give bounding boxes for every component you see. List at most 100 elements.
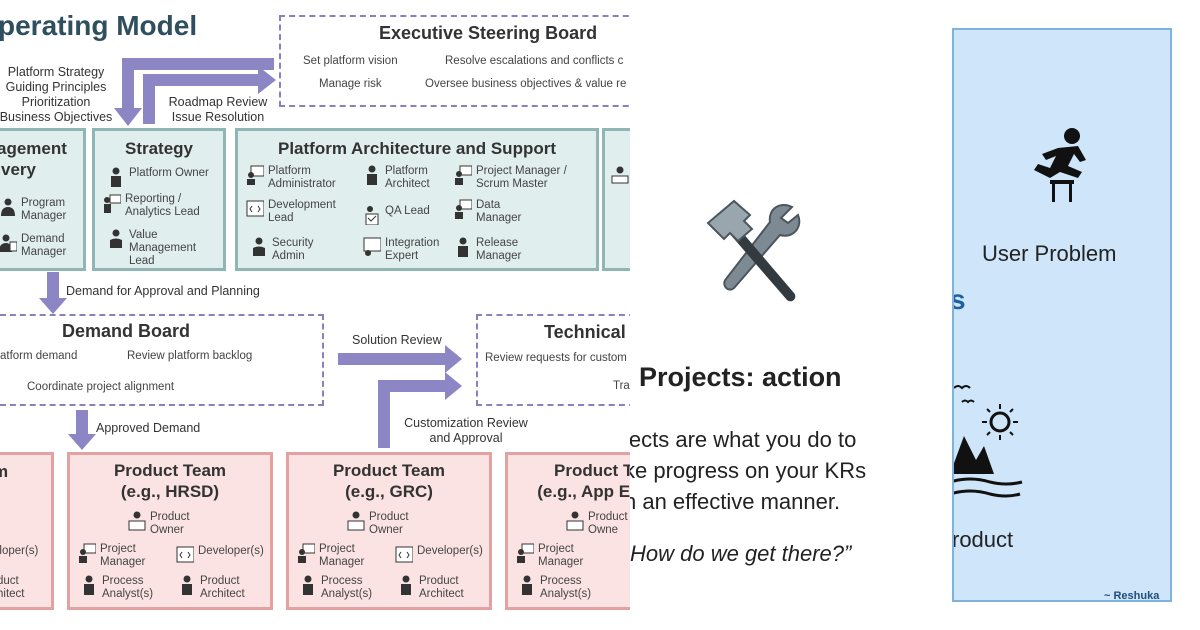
technical-board-item: Review requests for custom — [485, 352, 627, 364]
cut-heading-letter: s — [954, 284, 966, 316]
role-qa-lead: QA Lead — [363, 205, 430, 225]
input-item: Guiding Principles — [5, 80, 107, 94]
role-product-owner: Product Owner — [347, 511, 409, 537]
code-icon — [395, 546, 413, 563]
person-icon — [458, 237, 468, 257]
role-integration-expert: Integration Expert — [363, 237, 439, 263]
person-icon — [1, 198, 15, 216]
manager-icon — [455, 165, 472, 185]
role-project-manager: Project Manager — [516, 543, 583, 569]
role-development-lead: Development Lead — [246, 199, 336, 225]
role-product-architect: Product Architect — [397, 575, 464, 601]
steering-item: Resolve escalations and conflicts c — [445, 55, 624, 67]
role-process-analyst: Process Analyst(s) — [299, 575, 372, 601]
team-title-line: Product Team — [332, 461, 446, 480]
product-team-grc: Product Team (e.g., GRC) Product Owner P… — [286, 452, 492, 610]
product-team-grc-title: Product Team (e.g., GRC) — [289, 460, 489, 502]
role-developers: Developer(s) — [395, 545, 483, 565]
person-icon — [367, 165, 377, 185]
roadmap-labels: Roadmap Review Issue Resolution — [160, 95, 276, 125]
description-line: n an effective manner. — [630, 489, 841, 514]
hurdle-jumper-icon — [1034, 128, 1086, 202]
approved-demand-label: Approved Demand — [96, 421, 201, 435]
description-line: ke progress on your KRs — [630, 458, 867, 483]
strategy-title: Strategy — [124, 139, 194, 158]
management-delivery-box: agement very Program Manager Demand Mana… — [0, 128, 86, 271]
projects-action-panel: Projects: action jects are what you do t… — [630, 0, 952, 630]
team-title-line: (e.g., App E — [537, 482, 630, 501]
person-clipboard-icon — [0, 234, 17, 252]
role-reporting-lead: Reporting / Analytics Lead — [103, 193, 200, 219]
operating-model-title: perating Model — [0, 10, 198, 41]
role-project-manager: Project Manager — [78, 543, 145, 569]
product-team-partial-title: m — [0, 462, 9, 481]
person-icon — [303, 575, 313, 595]
role-platform-owner: Platform Owner — [107, 167, 209, 187]
role-product-architect: Product Architect — [178, 575, 245, 601]
steering-item: Set platform vision — [303, 55, 398, 67]
strategy-inputs: Platform Strategy Guiding Principles Pri… — [0, 65, 118, 125]
arrow-solution-review — [338, 345, 462, 373]
user-problem-label: User Problem — [982, 241, 1117, 266]
team-title-line: Product T — [554, 461, 630, 480]
demand-board-item: atform demand — [0, 350, 78, 362]
management-title-line: agement — [0, 139, 67, 158]
role-security-admin: Security Admin — [250, 237, 314, 263]
roadmap-review-label: Roadmap Review — [168, 95, 268, 109]
technical-board: Technical Review requests for custom Tra — [476, 314, 630, 406]
and-approval-label: and Approval — [429, 431, 503, 445]
management-title-line: very — [1, 160, 36, 179]
product-label: roduct — [952, 527, 1014, 552]
author-credit: ~ Reshuka — [1104, 590, 1160, 602]
demand-board-item: Coordinate project alignment — [27, 381, 175, 393]
input-item: Platform Strategy — [7, 65, 105, 79]
description-line: jects are what you do to — [630, 427, 857, 452]
manager-icon — [79, 543, 96, 563]
role-process-analyst: Process Analyst(s) — [518, 575, 591, 601]
presenter-icon — [104, 194, 121, 213]
person-icon — [253, 237, 265, 256]
role-product-architect-partial: duct hitect — [0, 575, 25, 600]
person-desk-icon — [566, 511, 584, 531]
team-title-line: (e.g., HRSD) — [120, 482, 220, 501]
projects-description: jects are what you do to ke progress on … — [630, 424, 866, 517]
product-team-partial: m eloper(s) duct hitect — [0, 452, 54, 610]
arrow-approved-demand — [68, 410, 96, 450]
projects-quote: How do we get there?” — [630, 541, 852, 566]
demand-board-item: Review platform backlog — [127, 350, 253, 362]
code-icon — [246, 200, 264, 217]
role-platform-architect: Platform Architect — [363, 165, 430, 191]
person-icon — [522, 575, 532, 595]
arrow-strategy-to-steering — [143, 66, 276, 124]
desk-person-icon — [611, 166, 629, 184]
demand-board: Demand Board atform demand Review platfo… — [0, 314, 324, 406]
role-process-analyst: Process Analyst(s) — [80, 575, 153, 601]
customization-review-label: Customization Review — [404, 416, 528, 430]
integration-icon — [363, 237, 381, 256]
technical-board-item: Tra — [613, 380, 630, 392]
person-icon — [110, 229, 122, 248]
platform-title: Platform Architecture and Support — [277, 139, 556, 158]
manager-icon — [298, 543, 315, 563]
customization-labels: Customization Review and Approval — [396, 416, 536, 446]
person-desk-icon — [347, 511, 365, 531]
solution-review-label: Solution Review — [352, 333, 442, 347]
issue-resolution-label: Issue Resolution — [171, 110, 265, 124]
steering-item: Manage risk — [319, 78, 382, 90]
role-program-manager: Program Manager — [0, 197, 66, 223]
arrow-steering-to-strategy — [114, 58, 274, 126]
product-team-hrsd-title: Product Team (e.g., HRSD) — [70, 460, 270, 502]
qa-icon — [365, 206, 379, 225]
code-icon — [176, 546, 194, 563]
demand-board-title: Demand Board — [62, 321, 191, 341]
product-team-hrsd: Product Team (e.g., HRSD) Product Owner … — [67, 452, 273, 610]
role-product-owner: Product Owne — [566, 511, 628, 537]
executive-steering-board: Executive Steering Board Set platform vi… — [279, 15, 630, 107]
role-project-manager: Project Manager / Scrum Master — [454, 165, 567, 191]
input-item: Business Objectives — [0, 110, 113, 124]
role-data-manager: Data Manager — [454, 199, 521, 225]
user-problem-panel: User Problem s roduct ~ Reshuka — [952, 28, 1172, 602]
input-item: Prioritization — [21, 95, 91, 109]
partial-support-box — [602, 128, 630, 271]
demand-approval-label: Demand for Approval and Planning — [66, 284, 260, 298]
